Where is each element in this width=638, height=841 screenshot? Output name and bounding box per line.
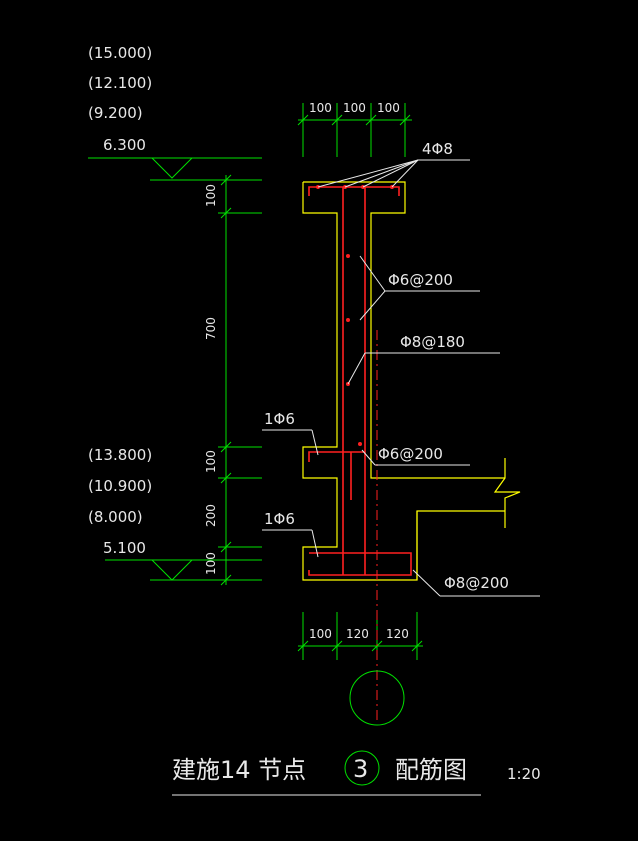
label-stirrup-upper: Φ6@200 bbox=[388, 271, 453, 289]
callout-slab-bar-leader bbox=[412, 569, 441, 597]
parapet-outline-right bbox=[303, 181, 406, 447]
bottom-dim-1: 100 bbox=[309, 627, 332, 641]
label-top-bars: 4Φ8 bbox=[422, 140, 453, 158]
top-dim-2: 100 bbox=[343, 101, 366, 115]
slab-top-edge bbox=[370, 447, 505, 479]
vertical-dim-tick-4 bbox=[220, 472, 232, 484]
vertical-dim-tick-5 bbox=[220, 541, 232, 553]
top-dim-tick-1 bbox=[297, 114, 309, 126]
elevation-bottom-2: (10.900) bbox=[88, 477, 152, 495]
top-dim-tick-3 bbox=[365, 114, 377, 126]
title-suffix: 配筋图 bbox=[395, 756, 467, 784]
title-prefix: 建施14 节点 bbox=[172, 756, 306, 784]
bottom-dim-tick-2 bbox=[331, 640, 343, 652]
label-ledge-bar-1: 1Φ6 bbox=[264, 410, 295, 428]
top-dim-tick-4 bbox=[399, 114, 411, 126]
vertical-dim-tick-1 bbox=[220, 174, 232, 186]
callout-top-bars-leader-3 bbox=[362, 159, 419, 188]
vertical-dim-1: 100 bbox=[204, 184, 218, 207]
rebar-callouts: 4Φ8 Φ6@200 Φ8@180 1Φ6 Φ6@200 1Φ6 Φ8@200 bbox=[262, 140, 540, 597]
vertical-dim-2: 700 bbox=[204, 317, 218, 340]
elevation-top-4: 6.300 bbox=[103, 136, 146, 154]
bottom-beam-hoop bbox=[308, 552, 412, 576]
elevation-bottom-marker bbox=[151, 559, 193, 581]
drawing-title: 建施14 节点 3 配筋图 1:20 bbox=[172, 750, 541, 796]
bottom-dimension-chain: 100 120 120 bbox=[297, 612, 423, 660]
callout-top-bars-leader-1 bbox=[317, 159, 419, 188]
elevation-top-1: (15.000) bbox=[88, 44, 152, 62]
callout-ledge-bar-2-leader bbox=[311, 529, 319, 558]
label-ledge-bar-2: 1Φ6 bbox=[264, 510, 295, 528]
concrete-section-outline bbox=[302, 181, 521, 581]
vertical-dim-3: 100 bbox=[204, 450, 218, 473]
callout-vertical-bar-leader bbox=[347, 352, 366, 385]
callout-top-bars-leader-4 bbox=[391, 159, 419, 188]
elevation-top-2: (12.100) bbox=[88, 74, 152, 92]
rebar-dot-8 bbox=[358, 442, 362, 446]
elevation-top-3: (9.200) bbox=[88, 104, 143, 122]
parapet-outline-left bbox=[302, 182, 505, 581]
top-dim-3: 100 bbox=[377, 101, 400, 115]
elevation-group-bottom: (13.800) (10.900) (8.000) 5.100 bbox=[88, 446, 262, 581]
callout-stirrup-upper-leader-a bbox=[359, 290, 386, 321]
callout-top-bars-leader-2 bbox=[344, 159, 419, 188]
axis-bubble bbox=[349, 670, 405, 726]
vertical-dim-tick-2 bbox=[220, 207, 232, 219]
vertical-dim-5: 100 bbox=[204, 552, 218, 575]
label-slab-bar: Φ8@200 bbox=[444, 574, 509, 592]
vertical-dimension-chain: 100 700 100 200 100 bbox=[204, 174, 262, 586]
elevation-group-top: (15.000) (12.100) (9.200) 6.300 bbox=[88, 44, 262, 181]
elevation-bottom-3: (8.000) bbox=[88, 508, 143, 526]
ledge-bar-upper bbox=[308, 451, 365, 462]
top-bar-hoop bbox=[308, 186, 400, 196]
label-vertical-bar: Φ8@180 bbox=[400, 333, 465, 351]
elevation-bottom-1: (13.800) bbox=[88, 446, 152, 464]
top-dim-1: 100 bbox=[309, 101, 332, 115]
vertical-dim-tick-6 bbox=[220, 574, 232, 586]
bottom-dim-3: 120 bbox=[386, 627, 409, 641]
title-scale: 1:20 bbox=[507, 765, 541, 783]
title-number-circle bbox=[344, 750, 380, 786]
title-number: 3 bbox=[353, 755, 368, 783]
vertical-dim-4: 200 bbox=[204, 504, 218, 527]
callout-stirrup-lower-leader bbox=[361, 449, 376, 466]
elevation-top-marker bbox=[151, 157, 193, 179]
top-dimension-chain: 100 100 100 bbox=[297, 101, 412, 157]
bottom-dim-2: 120 bbox=[346, 627, 369, 641]
rebar-layout bbox=[308, 185, 412, 720]
bottom-dim-tick-1 bbox=[297, 640, 309, 652]
callout-ledge-bar-1-leader bbox=[311, 429, 319, 456]
top-dim-tick-2 bbox=[331, 114, 343, 126]
callout-stirrup-upper-leader-b bbox=[359, 255, 386, 292]
bottom-dim-tick-4 bbox=[411, 640, 423, 652]
elevation-bottom-4: 5.100 bbox=[103, 539, 146, 557]
rebar-dot-6 bbox=[346, 318, 350, 322]
rebar-dot-5 bbox=[346, 254, 350, 258]
break-line bbox=[493, 458, 521, 528]
vertical-dim-tick-3 bbox=[220, 441, 232, 453]
label-stirrup-lower: Φ6@200 bbox=[378, 445, 443, 463]
